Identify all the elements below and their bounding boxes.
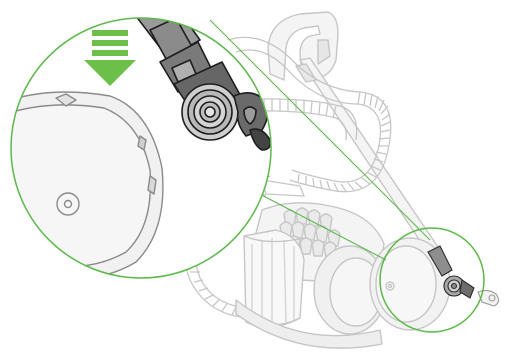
magnified-side-panel [0, 92, 163, 279]
magnifier-circle [0, 0, 271, 279]
cyclone-body [236, 203, 386, 348]
